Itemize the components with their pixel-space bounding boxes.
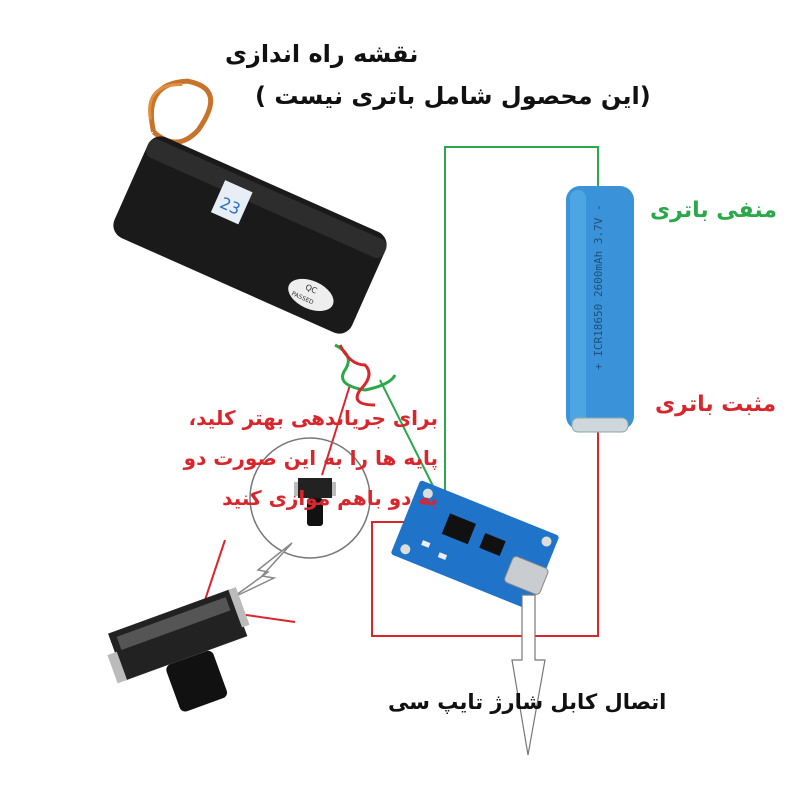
generator-green-wire (379, 379, 441, 501)
high-voltage-generator: 23 QC PASSED (113, 78, 387, 334)
down-arrow-icon (511, 594, 546, 756)
page-subtitle: (این محصول شامل باتری نیست ) (255, 82, 651, 110)
switch-pin-line (204, 539, 226, 601)
battery-negative-label: منفی باتری (650, 198, 777, 223)
positive-wire (371, 430, 599, 637)
tp4056-type-c-board (391, 480, 559, 610)
battery-18650: + ICR18650 2600mAh 3.7V - (566, 186, 634, 433)
switch-note-line: به دو باهم موازی کنید (222, 486, 438, 510)
generator-red-wire (321, 384, 351, 476)
page-title: نقشه راه اندازی (225, 40, 419, 68)
switch-note-line: پایه ها را به این صورت دو (183, 446, 438, 470)
cable-label: اتصال کابل شارژ تایپ سی (388, 690, 667, 714)
switch-note: برای جریاندهی بهتر کلید، پایه ها را به ا… (184, 398, 438, 518)
battery-positive-label: مثبت باتری (655, 392, 777, 417)
lightning-icon (231, 542, 293, 599)
small-tactile-switch (294, 478, 336, 526)
battery-label: + ICR18650 2600mAh 3.7V - (592, 204, 605, 370)
switch-zoom-circle (249, 437, 371, 559)
switch-note-line: برای جریاندهی بهتر کلید، (188, 406, 439, 430)
large-tactile-switch (107, 587, 250, 712)
negative-wire (444, 146, 599, 500)
